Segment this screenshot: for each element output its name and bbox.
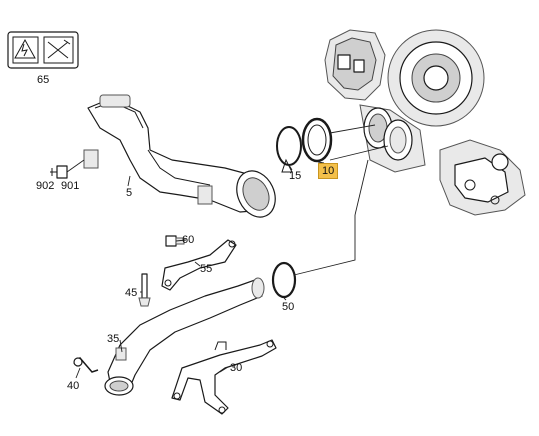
callout-55[interactable]: 55 [200, 263, 213, 275]
callout-15[interactable]: 15 [289, 170, 302, 182]
callout-902[interactable]: 902 [36, 180, 55, 192]
bolt-part[interactable] [138, 273, 151, 307]
callout-40[interactable]: 40 [67, 380, 80, 392]
leader-lines [75, 124, 389, 379]
callout-45[interactable]: 45 [125, 287, 138, 299]
charge-pipe-part[interactable] [104, 277, 265, 396]
callout-5[interactable]: 5 [126, 187, 133, 199]
warning-label-part[interactable] [7, 31, 79, 69]
o-ring-part[interactable] [271, 261, 297, 299]
callout-60[interactable]: 60 [182, 234, 195, 246]
callout-35[interactable]: 35 [107, 333, 120, 345]
sensor-part[interactable] [50, 149, 99, 179]
turbocharger[interactable] [324, 29, 526, 216]
intake-hose-part[interactable] [87, 94, 282, 223]
callout-901[interactable]: 901 [61, 180, 80, 192]
callout-30[interactable]: 30 [230, 362, 243, 374]
support-bracket-part[interactable] [171, 339, 277, 415]
callout-10-highlighted[interactable]: 10 [318, 163, 339, 179]
callout-50[interactable]: 50 [282, 301, 295, 313]
callout-65[interactable]: 65 [37, 74, 50, 86]
clip-part[interactable] [73, 356, 99, 373]
sealing-ring-part[interactable] [301, 117, 333, 163]
